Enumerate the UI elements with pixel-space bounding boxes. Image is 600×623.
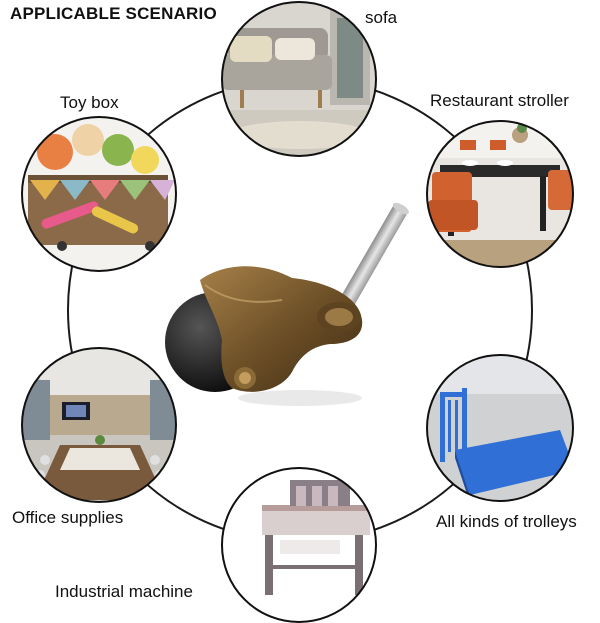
trolley-photo [426,354,574,502]
page-title: APPLICABLE SCENARIO [10,4,217,23]
scenario-label-industrial-machine: Industrial machine [55,582,193,601]
office-photo [21,347,177,503]
restaurant-photo [426,120,574,268]
scenario-label-sofa: sofa [365,8,398,27]
ball-caster-wheel-icon [165,202,409,406]
scenario-label-office-supplies: Office supplies [12,508,124,527]
scenario-label-toy-box: Toy box [60,93,119,112]
scenario-label-restaurant-stroller: Restaurant stroller [430,91,569,110]
sofa-photo [221,1,377,157]
industrial-machine-photo [221,467,377,623]
toy-box-photo [21,116,177,272]
scenario-label-trolleys: All kinds of trolleys [436,512,577,531]
